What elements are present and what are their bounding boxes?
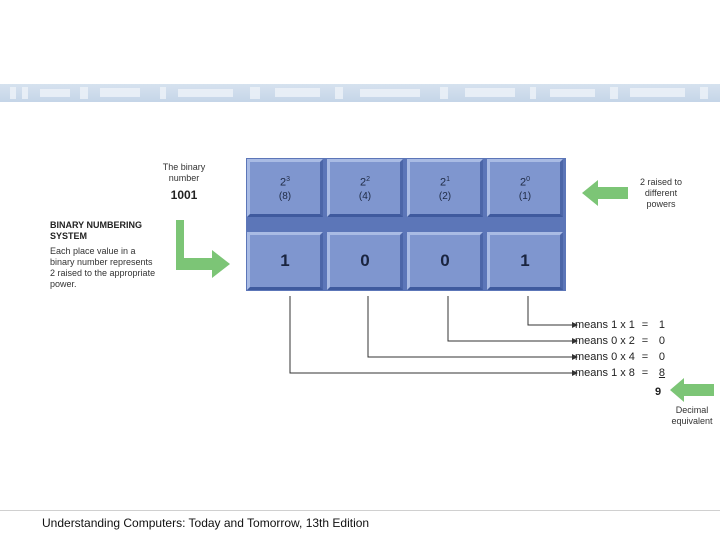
decimal-equivalent-note: Decimal equivalent <box>671 405 713 426</box>
digit-tile: 0 <box>407 232 483 290</box>
place-value-label: (8) <box>278 190 292 202</box>
place-value-label: (2) <box>438 190 452 202</box>
power-label: 20 <box>519 176 531 189</box>
header-banner <box>0 84 720 102</box>
power-label: 21 <box>439 176 451 189</box>
decimal-sum: 9 <box>655 386 662 398</box>
equation-row: means 0 x 2 = 0 <box>575 335 666 347</box>
place-value-label: (4) <box>358 190 372 202</box>
binary-system-heading: BINARY NUMBERING SYSTEM <box>50 220 143 241</box>
footer-citation: Understanding Computers: Today and Tomor… <box>42 516 370 530</box>
binary-number-caption: The binary number <box>162 162 206 183</box>
equation-row: means 0 x 4 = 0 <box>575 351 666 363</box>
power-label: 23 <box>279 176 291 189</box>
binary-digit: 0 <box>440 251 450 270</box>
connector-lines <box>289 296 578 376</box>
place-value-label: (1) <box>518 190 532 202</box>
power-tile-1: 20 (1) <box>487 159 563 217</box>
left-arrow-icon <box>670 378 714 402</box>
footer-divider <box>0 510 720 511</box>
binary-digit: 1 <box>520 251 530 270</box>
equation-row: means 1 x 8 = 8 <box>575 367 666 379</box>
binary-digit: 0 <box>360 251 370 270</box>
binary-system-description: Each place value in a binary number repr… <box>50 246 156 289</box>
banner-pattern <box>10 87 708 99</box>
binary-number-value: 1001 <box>170 188 198 202</box>
binary-digit: 1 <box>280 251 290 270</box>
digit-tile: 1 <box>487 232 563 290</box>
powers-note: 2 raised to different powers <box>639 177 683 209</box>
equation-row: means 1 x 1 = 1 <box>575 319 666 331</box>
power-tile-4: 22 (4) <box>327 159 403 217</box>
power-tile-8: 23 (8) <box>247 159 323 217</box>
digit-tile: 1 <box>247 232 323 290</box>
left-arrow-icon <box>582 180 628 206</box>
power-tile-2: 21 (2) <box>407 159 483 217</box>
power-label: 22 <box>359 176 371 189</box>
bend-arrow-icon <box>176 220 230 278</box>
digit-tile: 0 <box>327 232 403 290</box>
